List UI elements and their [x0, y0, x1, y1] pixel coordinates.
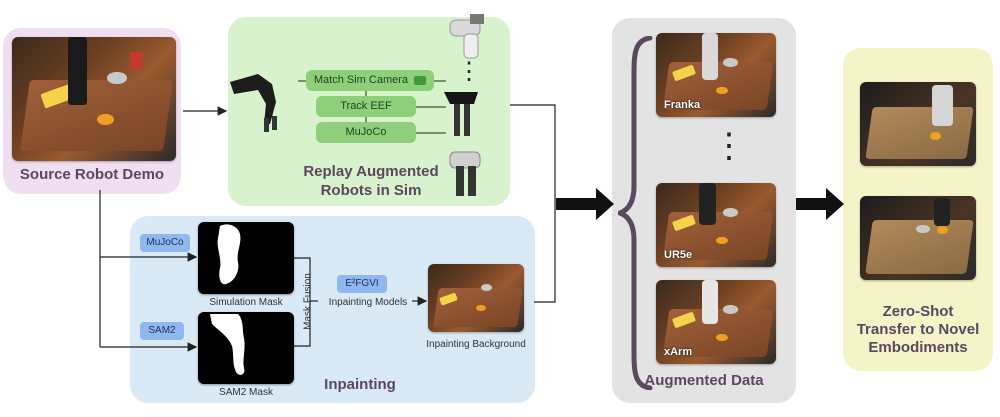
- zero-shot-image-2: [860, 196, 976, 280]
- mujoco-step: MuJoCo: [316, 122, 416, 143]
- source-title: Source Robot Demo: [19, 166, 165, 183]
- augmented-ur5e-image: UR5e: [656, 183, 776, 267]
- augmented-brace: [618, 36, 653, 390]
- inpainting-title: Inpainting: [324, 376, 396, 393]
- augmented-xarm-image: xArm: [656, 280, 776, 364]
- e2fgvi-chip: E²FGVI: [337, 275, 387, 293]
- simulation-mask-caption: Simulation Mask: [209, 297, 283, 308]
- ur5e-label: UR5e: [664, 249, 693, 261]
- sim-robot-bottom-icon: [449, 151, 481, 196]
- augmented-franka-image: Franka: [656, 33, 776, 117]
- sam2-chip: SAM2: [140, 322, 184, 340]
- xarm-label: xArm: [664, 346, 693, 358]
- mujoco-chip: MuJoCo: [140, 234, 190, 252]
- replay-title-line1: Replay Augmented: [303, 163, 439, 180]
- sim-robot-top-icon: [449, 14, 484, 59]
- inpainting-background-image: [428, 264, 524, 332]
- zero-shot-line1: Zero-Shot: [882, 303, 954, 320]
- augmented-dots: ⋮: [712, 127, 746, 165]
- sim-robot-mid-icon: [444, 92, 478, 136]
- zero-shot-line3: Embodiments: [868, 339, 968, 356]
- sam2-mask-image: [198, 312, 294, 384]
- source-demo-image: [12, 37, 176, 161]
- robot-arm-source-icon: [230, 74, 277, 132]
- replay-title-line2: Robots in Sim: [320, 182, 422, 199]
- match-sim-camera-step: Match Sim Camera: [306, 70, 434, 91]
- simulation-mask-image: [198, 222, 294, 294]
- franka-label: Franka: [664, 99, 701, 111]
- match-sim-camera-label: Match Sim Camera: [313, 74, 409, 86]
- inpainting-models-caption: Inpainting Models: [328, 297, 408, 308]
- track-eef-step: Track EEF: [316, 96, 416, 117]
- augmented-title: Augmented Data: [644, 372, 764, 389]
- camera-icon: [414, 75, 427, 85]
- replay-ellipsis: ⋮: [457, 58, 481, 85]
- zero-shot-line2: Transfer to Novel: [856, 321, 980, 338]
- sam2-mask-caption: SAM2 Mask: [219, 387, 273, 398]
- inpainting-background-caption: Inpainting Background: [426, 339, 526, 350]
- zero-shot-image-1: [860, 82, 976, 166]
